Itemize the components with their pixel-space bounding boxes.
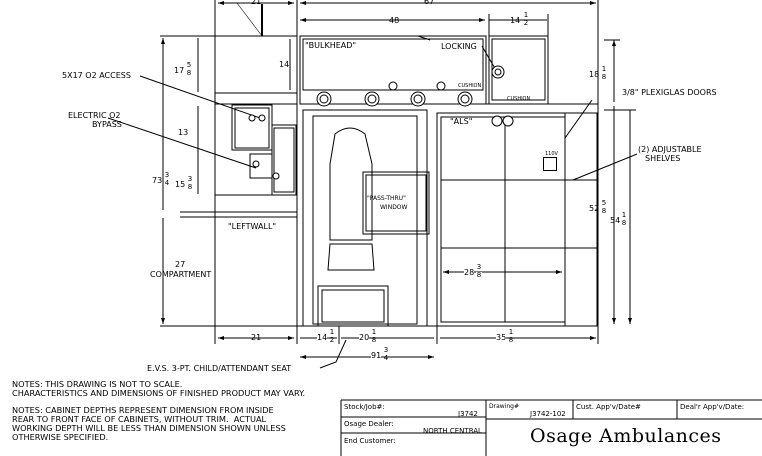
- plexiglas-label: 3/8" PLEXIGLAS DOORS: [622, 88, 717, 97]
- als-label: "ALS": [450, 117, 473, 126]
- o2-access-label: 5X17 O2 ACCESS: [62, 71, 131, 80]
- dim-48: 48: [389, 16, 400, 25]
- shelves-label-2: SHELVES: [645, 154, 681, 163]
- company-logo-text: Osage Ambulances: [530, 425, 722, 447]
- outlet-110v-label: 110V: [545, 151, 558, 157]
- electric-o2-label: ELECTRIC O2: [68, 111, 121, 120]
- dim-top-21: 21: [251, 0, 262, 6]
- locking-label: LOCKING: [441, 42, 477, 51]
- cushion-label-2: CUSHION: [507, 96, 531, 102]
- window-label: WINDOW: [380, 204, 408, 211]
- drawing-number-value: J3742-102: [530, 410, 566, 418]
- drawing-number-label: Drawing#: [489, 403, 519, 410]
- note-not-to-scale: NOTES: THIS DRAWING IS NOT TO SCALE. CHA…: [12, 379, 306, 398]
- leftwall-label: "LEFTWALL": [228, 222, 277, 231]
- dim-14: 14: [279, 60, 290, 69]
- stock-job-value: J3742: [458, 410, 478, 418]
- dim-top-67: 67: [424, 0, 435, 6]
- outlet-box: [543, 157, 557, 171]
- dim-27: 27: [175, 260, 186, 269]
- dim-13: 13: [178, 128, 189, 137]
- customer-approval-label: Cust. App'v/Date#: [576, 403, 641, 411]
- compartment-label: COMPARTMENT: [150, 270, 212, 279]
- bulkhead-label: "BULKHEAD": [305, 41, 357, 50]
- note-cabinet-depths: NOTES: CABINET DEPTHS REPRESENT DIMENSIO…: [12, 405, 286, 442]
- stock-job-label: Stock/Job#:: [344, 403, 385, 411]
- dealer-approval-label: Deal'r App'v/Date:: [680, 403, 745, 411]
- end-customer-label: End Customer:: [344, 437, 396, 445]
- osage-dealer-label: Osage Dealer:: [344, 420, 394, 428]
- pass-thru-label: "PASS-THRU": [367, 195, 406, 202]
- osage-dealer-value: NORTH CENTRAL: [423, 427, 482, 435]
- evs-seat-label: E.V.S. 3-PT. CHILD/ATTENDANT SEAT: [147, 364, 292, 373]
- shelves-label-1: (2) ADJUSTABLE: [638, 145, 702, 154]
- bypass-label: BYPASS: [92, 120, 122, 129]
- cushion-label-1: CUSHION: [458, 83, 482, 89]
- dim-bottom-21: 21: [251, 333, 262, 342]
